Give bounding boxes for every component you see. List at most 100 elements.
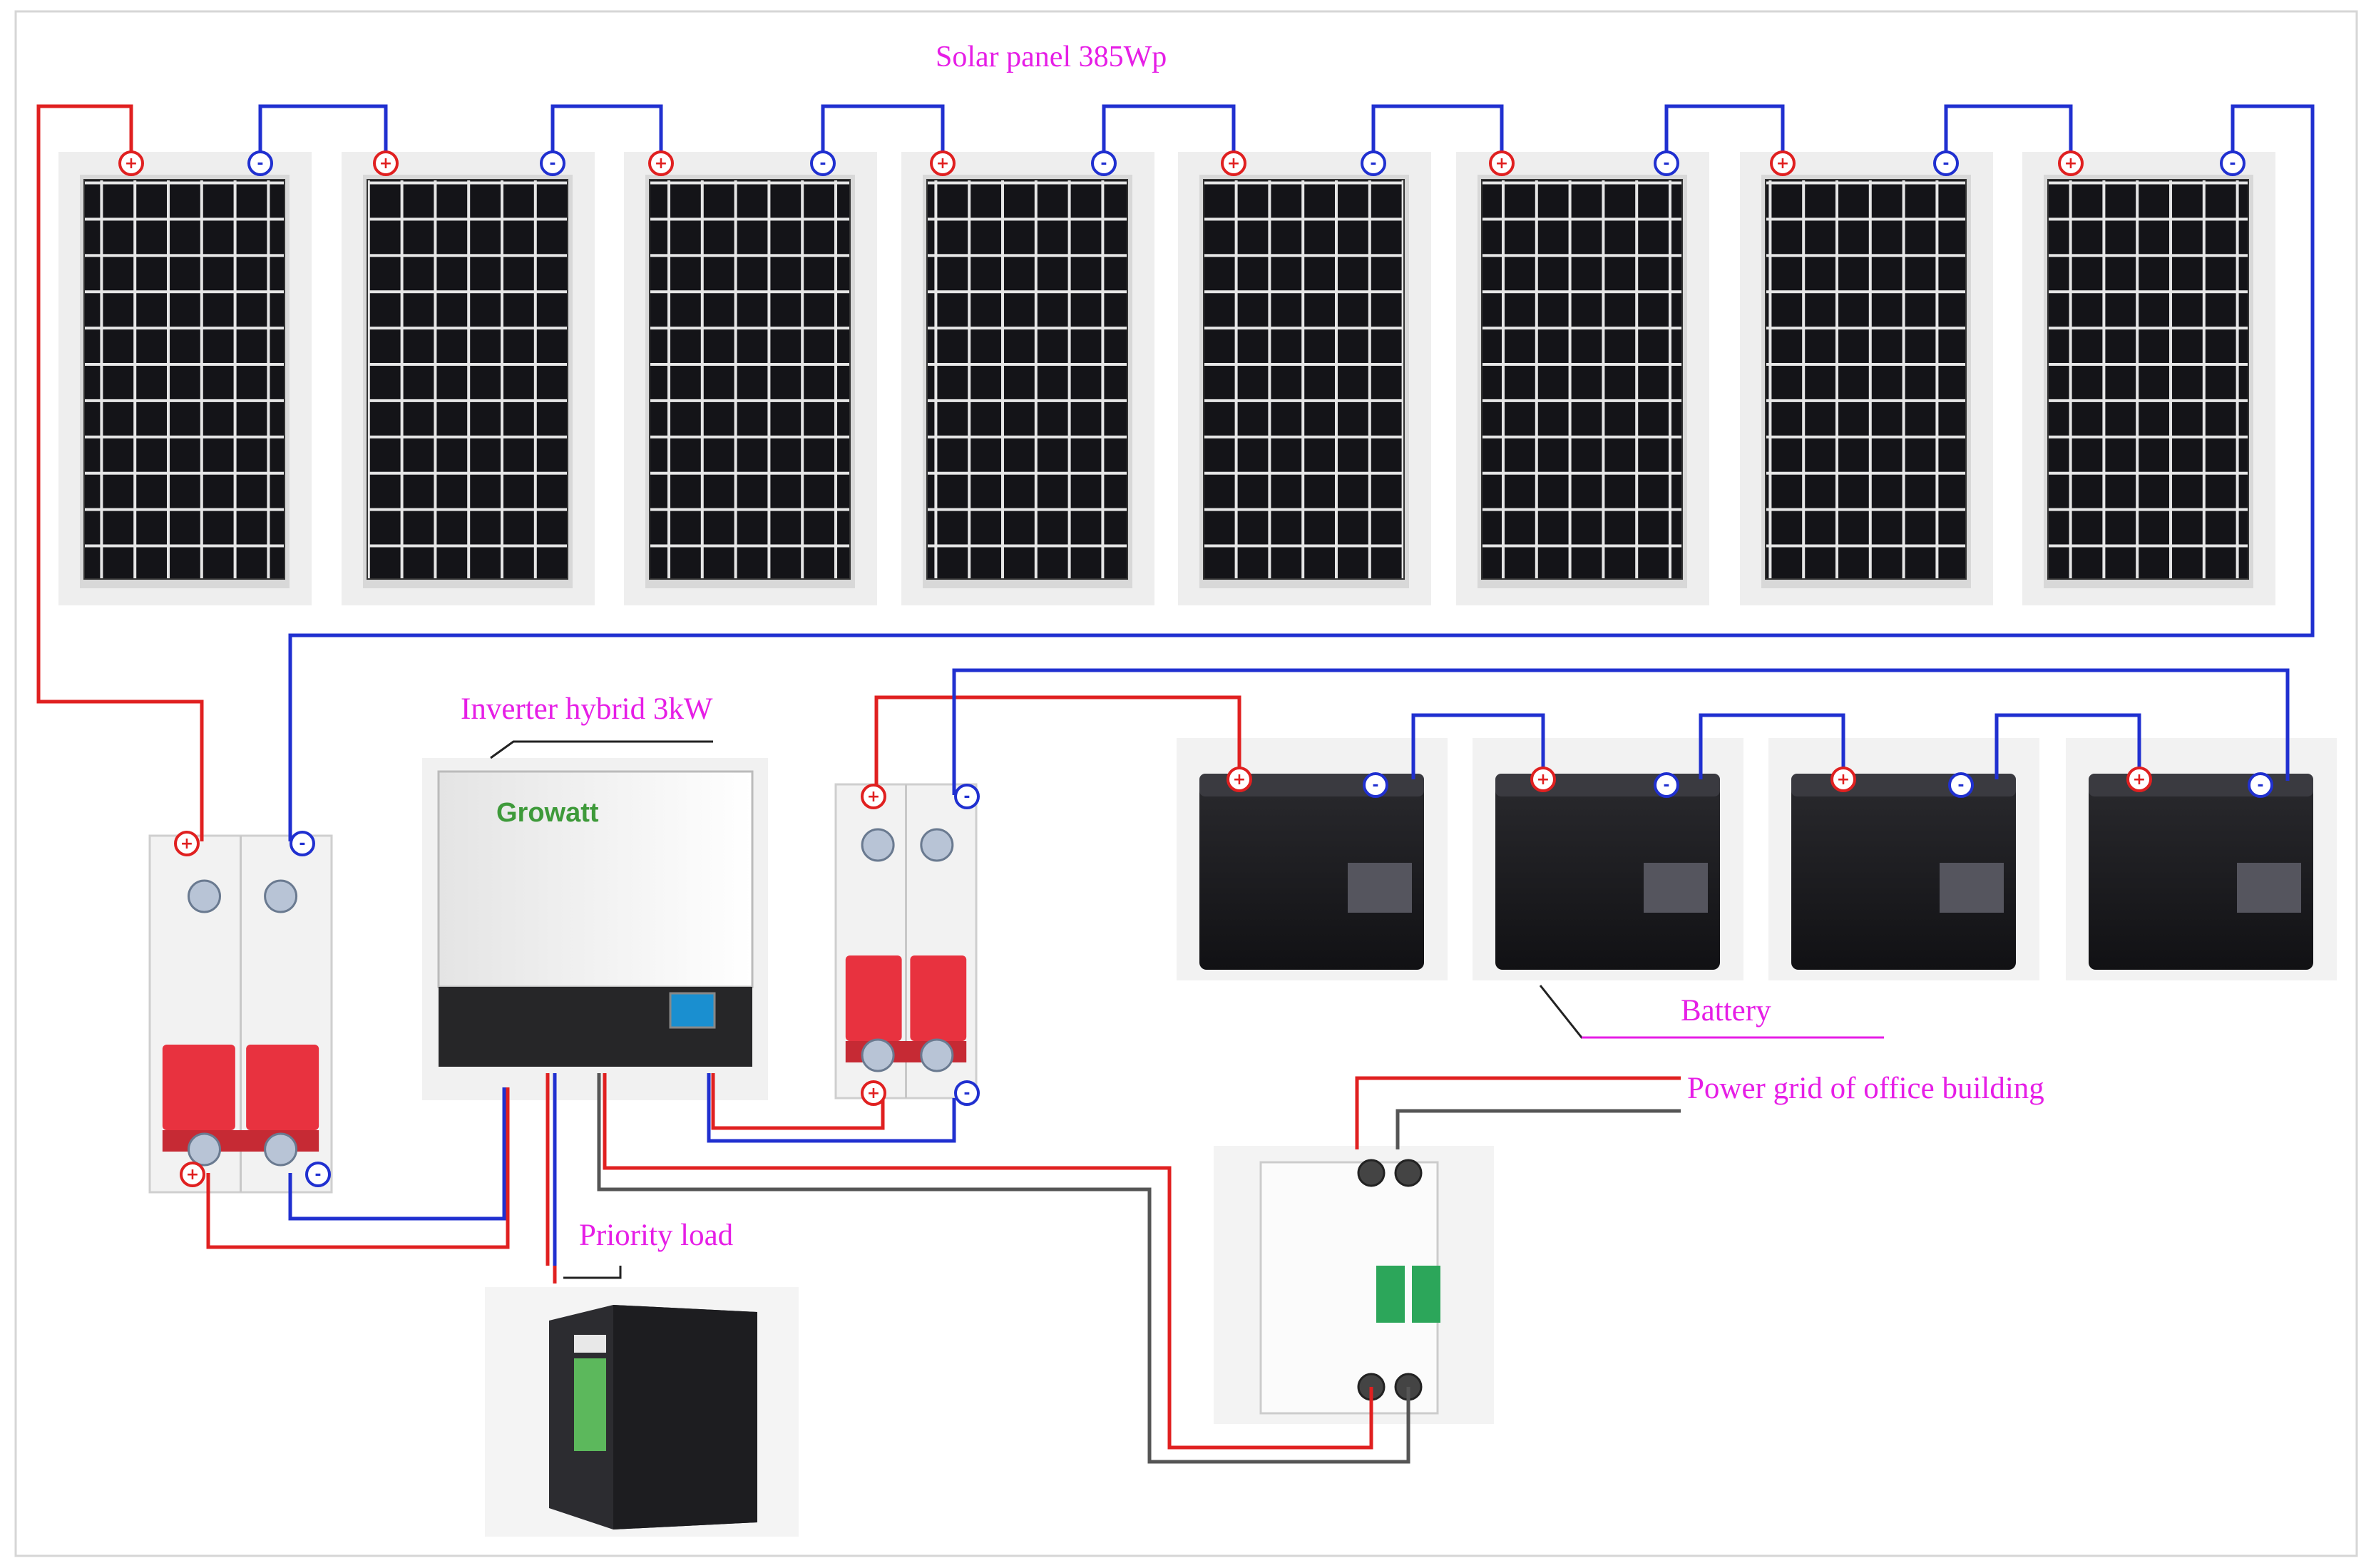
panel-cells: [367, 180, 568, 579]
terminal-ring: [290, 831, 315, 856]
breaker-handle-right: [910, 955, 967, 1041]
terminal-symbol: -: [2229, 155, 2236, 173]
battery-case: [2089, 774, 2313, 970]
battery-lid: [2089, 774, 2313, 796]
positive-terminal-icon: +: [174, 831, 200, 856]
negative-terminal-icon: -: [1091, 150, 1117, 176]
wires: [36, 104, 2315, 1464]
computer-tower-icon: [485, 1287, 799, 1537]
terminal-ring: [2126, 767, 2152, 792]
priority-load-label: Priority load: [579, 1219, 734, 1252]
terminal-symbol: -: [1100, 155, 1107, 173]
battery-sticker: [2237, 863, 2301, 913]
solar-panel-icon: [1178, 152, 1431, 605]
array-positive-wire: [36, 104, 204, 841]
battery-case: [1791, 774, 2016, 970]
negative-terminal-icon: -: [305, 1162, 331, 1187]
terminal-symbol: -: [963, 1085, 970, 1102]
battery-link-wire: [1699, 713, 1845, 779]
breaker-screw: [920, 828, 954, 862]
battery-sticker: [1348, 863, 1412, 913]
terminal-symbol: +: [180, 835, 193, 853]
battery-link-wire: [1411, 713, 1545, 779]
negative-terminal-icon: -: [1948, 772, 1974, 798]
terminal-symbol: +: [867, 1085, 880, 1102]
terminal-ring: [1530, 767, 1556, 792]
positive-terminal-icon: +: [118, 150, 144, 176]
breaker-handle-left: [162, 1045, 235, 1130]
positive-terminal-icon: +: [1227, 767, 1252, 792]
panel-link-wire: [1371, 104, 1504, 163]
terminal-symbol: +: [1776, 155, 1789, 173]
negative-terminal-icon: -: [810, 150, 836, 176]
terminal-symbol: +: [1227, 155, 1240, 173]
breaker-screw: [861, 1038, 895, 1072]
terminal-symbol: +: [655, 155, 667, 173]
inverter-to-grid-neutral-wire: [597, 1073, 1410, 1464]
negative-terminal-icon: -: [2248, 772, 2273, 798]
positive-terminal-icon: +: [1530, 767, 1556, 792]
panel-outline: [367, 179, 568, 580]
battery-link-wire: [1994, 713, 2141, 779]
terminal-symbol: +: [1537, 771, 1550, 789]
computer-interior-fan: [574, 1335, 606, 1353]
negative-terminal-icon: -: [247, 150, 273, 176]
panel-cells: [1482, 180, 1682, 579]
terminal-symbol: +: [1837, 771, 1850, 789]
dc-breaker-icon: [834, 783, 978, 1100]
outer-frame: [14, 10, 2358, 1557]
load-label-pointer: [563, 1266, 622, 1279]
terminal-ring: [373, 150, 399, 176]
breaker-screw: [920, 1038, 954, 1072]
breaker-handle-left: [845, 955, 902, 1041]
terminal-symbol: -: [1663, 777, 1669, 794]
ac-breaker-icon: [1214, 1146, 1494, 1424]
ac-breaker-body: [1259, 1161, 1439, 1415]
positive-terminal-icon: +: [2126, 767, 2152, 792]
terminal-symbol: +: [125, 155, 138, 173]
solar-panel-array: [58, 152, 2275, 605]
array-negative-wire: [288, 104, 2315, 841]
terminal-symbol: -: [2257, 777, 2263, 794]
terminal-symbol: +: [2133, 771, 2146, 789]
terminal-ring: [1654, 150, 1679, 176]
terminal-ring: [2220, 150, 2245, 176]
terminal-ring: [1948, 772, 1974, 798]
positive-terminal-icon: +: [930, 150, 956, 176]
terminal-symbol: -: [819, 155, 826, 173]
terminal-symbol: +: [186, 1166, 199, 1184]
terminal-ring: [2058, 150, 2084, 176]
breaker-screw: [861, 828, 895, 862]
computer-front: [613, 1305, 757, 1529]
negative-terminal-icon: -: [1361, 150, 1386, 176]
terminal-ring: [174, 831, 200, 856]
battery-negative-from-inverter: [707, 1073, 956, 1143]
panel-cells: [84, 180, 285, 579]
positive-terminal-icon: +: [1770, 150, 1796, 176]
ac-breaker-screw: [1394, 1159, 1423, 1187]
terminal-symbol: +: [1495, 155, 1508, 173]
terminal-ring: [1227, 767, 1252, 792]
positive-terminal-icon: +: [1830, 767, 1856, 792]
positive-terminal-icon: +: [373, 150, 399, 176]
negative-terminal-icon: -: [2220, 150, 2245, 176]
panel-link-wire: [1102, 104, 1236, 163]
grid-label: Power grid of office building: [1687, 1072, 2044, 1105]
pv-negative-to-inverter: [288, 1087, 506, 1221]
inverter-label: Inverter hybrid 3kW: [461, 692, 713, 726]
hybrid-inverter-icon: Growatt: [422, 758, 768, 1100]
breaker-to-battery-negative: [952, 668, 2290, 795]
negative-terminal-icon: -: [1654, 772, 1679, 798]
breaker-screw: [264, 1132, 298, 1167]
terminal-ring: [648, 150, 674, 176]
positive-terminal-icon: +: [648, 150, 674, 176]
terminal-ring: [861, 784, 886, 809]
terminal-symbol: -: [1957, 777, 1964, 794]
panel-link-wire: [1664, 104, 1785, 163]
panel-outline: [83, 179, 285, 580]
terminal-symbol: -: [257, 155, 263, 173]
terminal-symbol: +: [1233, 771, 1246, 789]
panel-link-wire: [821, 104, 945, 163]
terminals: ++++++++--------+-+-+-+-++++----: [118, 150, 2273, 1187]
panel-cells: [650, 180, 850, 579]
